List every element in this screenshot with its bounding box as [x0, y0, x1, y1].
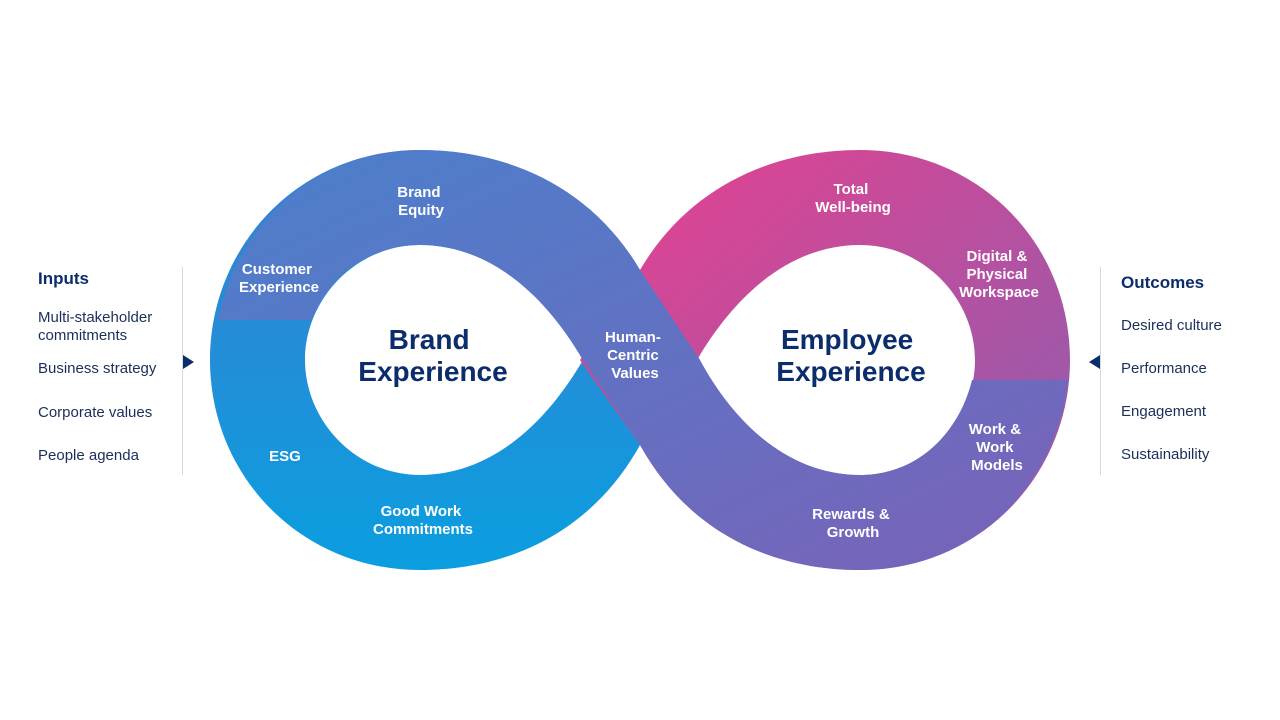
employee-experience-title: Employee Experience	[776, 324, 925, 387]
label-esg: ESG	[269, 448, 301, 465]
input-item: People agenda	[38, 447, 139, 464]
outcome-item: Engagement	[1121, 403, 1207, 420]
label-rewards-growth: Rewards & Growth	[812, 506, 894, 541]
input-item: Multi-stakeholder commitments	[38, 309, 153, 344]
input-item: Business strategy	[38, 360, 157, 377]
label-human-centric-values: Human- Centric Values	[605, 329, 665, 382]
crossing-band	[218, 150, 1068, 570]
label-good-work-commitments: Good Work Commitments	[373, 503, 473, 538]
brand-experience-title: Brand Experience	[358, 324, 507, 387]
label-total-wellbeing: Total Well-being	[815, 181, 891, 216]
outcome-item: Desired culture	[1121, 317, 1222, 334]
label-work-models: Work & Work Models	[969, 421, 1025, 474]
inputs-arrow-icon	[183, 355, 194, 369]
outcomes-divider	[1100, 267, 1101, 475]
outcomes-arrow-icon	[1089, 355, 1100, 369]
label-digital-physical-workspace: Digital & Physical Workspace	[959, 248, 1039, 301]
outcome-item: Performance	[1121, 360, 1207, 377]
outcome-item: Sustainability	[1121, 446, 1210, 463]
inputs-title: Inputs	[38, 269, 89, 288]
outcomes-title: Outcomes	[1121, 273, 1205, 292]
inputs-divider	[182, 267, 183, 475]
input-item: Corporate values	[38, 404, 153, 421]
label-brand-equity: Brand Equity	[397, 184, 445, 219]
label-customer-experience: Customer Experience	[239, 261, 319, 296]
